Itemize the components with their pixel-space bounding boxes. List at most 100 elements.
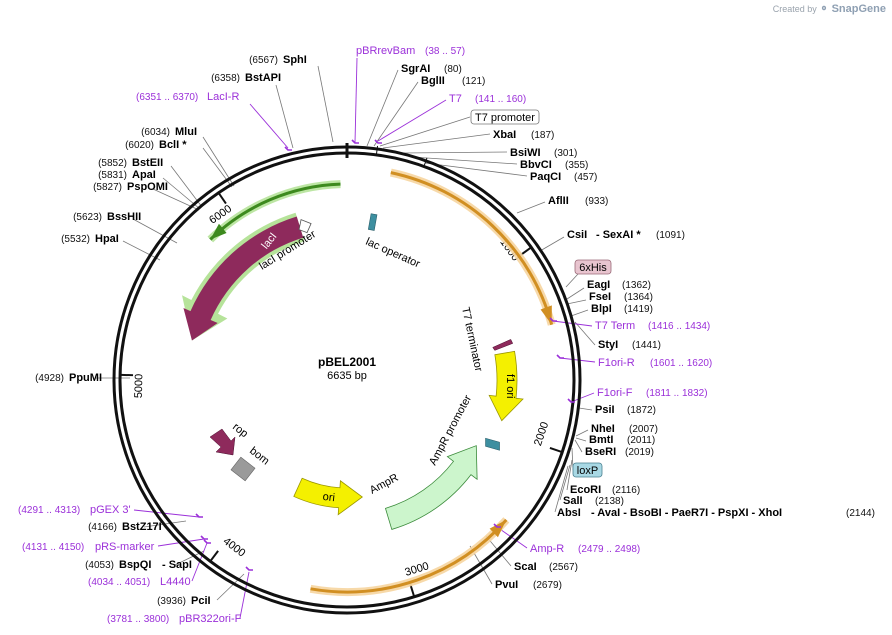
- enzyme-name[interactable]: PciI: [191, 595, 211, 607]
- boxed-feature-t7-promoter[interactable]: T7 promoter: [470, 109, 540, 125]
- primer-name[interactable]: L4440: [160, 576, 191, 588]
- primer-name[interactable]: F1ori-R: [598, 357, 635, 369]
- primer-f1ori-f[interactable]: F1ori-F(1811 .. 1832): [567, 387, 708, 403]
- enzyme-site-ppumi[interactable]: PpuMI(4928): [35, 372, 102, 384]
- enzyme-name[interactable]: PvuI: [495, 579, 518, 591]
- enzyme-name[interactable]: BssHII: [107, 211, 141, 223]
- enzyme-site-bbvci[interactable]: BbvCI(355): [520, 159, 588, 171]
- primer-name[interactable]: pBRrevBam: [356, 45, 415, 57]
- enzyme-name[interactable]: SphI: [283, 54, 307, 66]
- enzyme-name[interactable]: BbvCI: [520, 159, 552, 171]
- enzyme-name[interactable]: CsiI: [567, 229, 587, 241]
- primer-name[interactable]: T7 Term: [595, 320, 635, 332]
- lower-orange-arrow[interactable]: [310, 518, 508, 594]
- enzyme-site-bcli[interactable]: BclI *(6020): [125, 139, 187, 151]
- enzyme-site-hpai[interactable]: HpaI(5532): [61, 233, 119, 245]
- enzyme-extra-names[interactable]: - AvaI - BsoBI - PaeR7I - PspXI - XhoI: [591, 507, 782, 519]
- enzyme-site-ecori[interactable]: EcoRI(2116): [570, 484, 640, 496]
- enzyme-site-paqci[interactable]: PaqCI(457): [530, 171, 597, 183]
- primer-name[interactable]: LacI-R: [207, 91, 239, 103]
- enzyme-extra-names[interactable]: - SexAI *: [596, 229, 641, 241]
- enzyme-site-aflii[interactable]: AflII(933): [548, 195, 608, 207]
- enzyme-name[interactable]: BglII: [421, 75, 445, 87]
- lacI-feature[interactable]: [183, 216, 304, 341]
- enzyme-name[interactable]: SalI: [563, 495, 583, 507]
- enzyme-site-bstapi[interactable]: BstAPI(6358): [211, 72, 281, 84]
- enzyme-site-bsiwi[interactable]: BsiWI(301): [510, 147, 577, 159]
- primer-name[interactable]: T7: [449, 93, 462, 105]
- enzyme-name[interactable]: MluI: [175, 126, 197, 138]
- primer-prs-marker[interactable]: pRS-marker(4131 .. 4150): [22, 535, 208, 553]
- enzyme-site-styi[interactable]: StyI(1441): [598, 339, 661, 351]
- enzyme-name[interactable]: BstAPI: [245, 72, 281, 84]
- enzyme-name[interactable]: BstEII: [132, 157, 163, 169]
- enzyme-name[interactable]: StyI: [598, 339, 618, 351]
- enzyme-site-psii[interactable]: PsiI(1872): [595, 404, 656, 416]
- enzyme-name[interactable]: PaqCI: [530, 171, 561, 183]
- enzyme-site-absi[interactable]: AbsI - AvaI - BsoBI - PaeR7I - PspXI - Xh…: [557, 507, 875, 519]
- upper-green-arrow[interactable]: [209, 182, 341, 241]
- primer-t7[interactable]: T7(141 .. 160): [374, 93, 526, 144]
- enzyme-site-bmti[interactable]: BmtI(2011): [589, 434, 655, 446]
- enzyme-site-blpi[interactable]: BlpI(1419): [591, 303, 653, 315]
- enzyme-name[interactable]: BclI *: [159, 139, 187, 151]
- enzyme-name[interactable]: NheI: [591, 423, 615, 435]
- primer-name[interactable]: pGEX 3': [90, 504, 131, 516]
- enzyme-name[interactable]: SgrAI: [401, 63, 430, 75]
- primer-t7-term[interactable]: T7 Term(1416 .. 1434): [549, 317, 710, 332]
- lacI-promoter-feature[interactable]: [298, 219, 312, 234]
- primer-name[interactable]: pBR322ori-F: [179, 613, 242, 625]
- primer-name[interactable]: pRS-marker: [95, 541, 155, 553]
- enzyme-site-pvui[interactable]: PvuI(2679): [495, 579, 562, 591]
- enzyme-site-bglii[interactable]: BglII(121): [421, 75, 485, 87]
- ampr-feature[interactable]: [384, 445, 478, 530]
- enzyme-name[interactable]: BspQI: [119, 559, 151, 571]
- site-labels[interactable]: SphI(6567) BstAPI(6358) MluI(6034)BclI *(6…: [35, 54, 875, 607]
- enzyme-site-bsshii[interactable]: BssHII(5623): [73, 211, 141, 223]
- lac-operator-feature[interactable]: [367, 213, 378, 231]
- boxed-feature-6xhis[interactable]: 6xHis: [574, 259, 612, 275]
- enzyme-name[interactable]: PpuMI: [69, 372, 102, 384]
- enzyme-name[interactable]: EagI: [587, 279, 610, 291]
- primer-f1ori-r[interactable]: F1ori-R(1601 .. 1620): [556, 354, 712, 369]
- enzyme-name[interactable]: FseI: [589, 291, 611, 303]
- enzyme-site-pcii[interactable]: PciI(3936): [157, 595, 210, 607]
- enzyme-name[interactable]: BseRI: [585, 446, 616, 458]
- enzyme-site-fsei[interactable]: FseI(1364): [589, 291, 653, 303]
- enzyme-site-bsteii[interactable]: BstEII(5852): [98, 157, 163, 169]
- enzyme-name[interactable]: ScaI: [514, 561, 537, 573]
- enzyme-name[interactable]: ApaI: [132, 169, 156, 181]
- enzyme-name[interactable]: BmtI: [589, 434, 613, 446]
- enzyme-name[interactable]: AbsI: [557, 507, 581, 519]
- primer-pgex-3[interactable]: pGEX 3'(4291 .. 4313): [18, 504, 203, 518]
- enzyme-name[interactable]: AflII: [548, 195, 569, 207]
- f1-ori-feature[interactable]: [488, 350, 524, 422]
- primer-name[interactable]: Amp-R: [530, 543, 564, 555]
- primer-pbrrevbam[interactable]: pBRrevBam(38 .. 57): [351, 45, 465, 144]
- primer-sites[interactable]: pBRrevBam(38 .. 57)T7(141 .. 160) LacI-R(…: [18, 45, 712, 625]
- primer-pbr322ori-f[interactable]: pBR322ori-F(3781 .. 3800): [107, 566, 253, 625]
- right-orange-arrow[interactable]: [390, 171, 554, 326]
- enzyme-name[interactable]: PsiI: [595, 404, 615, 416]
- enzyme-site-sgrai[interactable]: SgrAI(80): [401, 63, 462, 75]
- enzyme-site-pspomi[interactable]: PspOMI(5827): [93, 181, 168, 193]
- enzyme-site-bstz17i[interactable]: BstZ17I(4166): [88, 521, 162, 533]
- primer-l4440[interactable]: L4440(4034 .. 4051): [88, 539, 211, 588]
- primer-name[interactable]: F1ori-F: [597, 387, 633, 399]
- bom-feature[interactable]: [230, 456, 256, 482]
- primer-laci-r[interactable]: LacI-R(6351 .. 6370): [136, 91, 292, 151]
- enzyme-name[interactable]: XbaI: [493, 129, 516, 141]
- enzyme-name[interactable]: PspOMI: [127, 181, 168, 193]
- enzyme-name[interactable]: BsiWI: [510, 147, 541, 159]
- enzyme-name[interactable]: HpaI: [95, 233, 119, 245]
- enzyme-site-sali[interactable]: SalI(2138): [563, 495, 624, 507]
- enzyme-site-sphi[interactable]: SphI(6567): [249, 54, 307, 66]
- t7-terminator-feature[interactable]: [492, 339, 514, 351]
- enzyme-name[interactable]: EcoRI: [570, 484, 601, 496]
- ori-feature[interactable]: [293, 477, 363, 516]
- enzyme-site-mlui[interactable]: MluI(6034): [141, 126, 197, 138]
- enzyme-extra-names[interactable]: - SapI: [162, 559, 192, 571]
- rop-feature[interactable]: [209, 428, 236, 456]
